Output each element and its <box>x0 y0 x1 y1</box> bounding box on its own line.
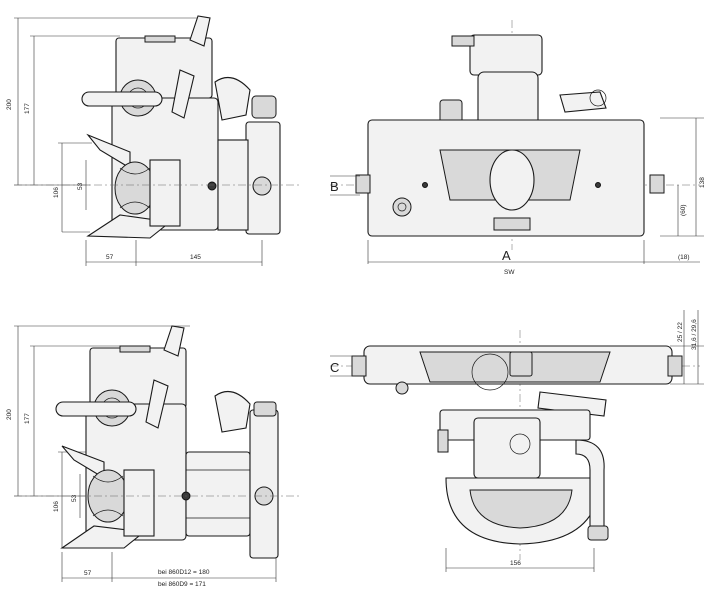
dim-57: 57 <box>106 254 114 261</box>
dim-200-b: 200 <box>6 409 13 420</box>
dim-53: 53 <box>77 182 84 190</box>
label-b: B <box>330 179 339 194</box>
dim-156: 156 <box>510 560 521 567</box>
dim-31-29: 31,6 / 29,6 <box>691 319 698 350</box>
dim-177: 177 <box>24 103 31 114</box>
dim-200: 200 <box>6 99 13 110</box>
label-c: C <box>330 360 339 375</box>
dim-18: (18) <box>678 254 690 261</box>
dim-106-b: 106 <box>53 501 60 512</box>
note-860d9: bei 860D9 = 171 <box>158 581 206 588</box>
front-view-top: A SW (18) B 138 (60) <box>330 20 706 276</box>
side-view-bottom: 200 177 53 106 57 bei 860D12 = 180 bei 8… <box>6 325 300 588</box>
dim-57-b: 57 <box>84 570 92 577</box>
dim-60: (60) <box>680 204 687 216</box>
dim-106: 106 <box>53 187 60 198</box>
dim-138: 138 <box>699 177 706 188</box>
label-sw: SW <box>504 269 515 276</box>
dim-177-b: 177 <box>24 413 31 424</box>
dim-25-22: 25 / 22 <box>677 322 684 342</box>
dim-145: 145 <box>190 254 201 261</box>
top-view-bottom: C 25 / 22 31,6 / 29,6 156 <box>330 310 704 572</box>
side-view-top: 200 177 53 106 57 145 <box>6 15 300 266</box>
note-860d12: bei 860D12 = 180 <box>158 569 210 576</box>
dim-53-b: 53 <box>71 494 78 502</box>
label-a: A <box>502 248 511 263</box>
